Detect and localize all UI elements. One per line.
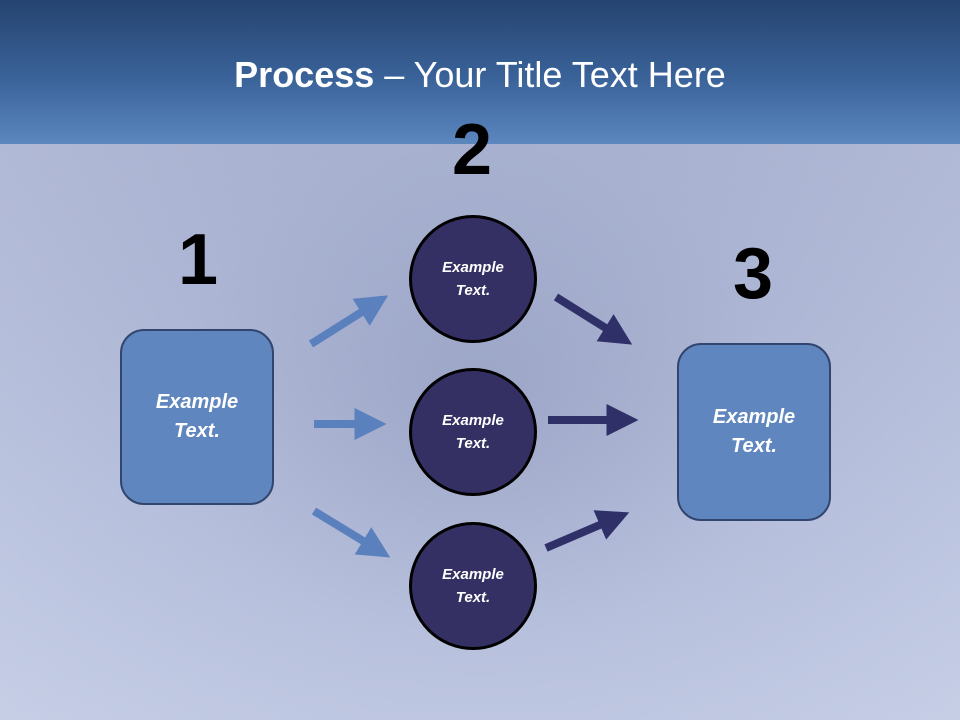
box-left-line2: Text.	[174, 420, 220, 442]
circle-top-line1: Example	[442, 259, 504, 276]
slide-title: Process – Your Title Text Here	[0, 52, 960, 98]
box-right-line1: Example	[712, 406, 796, 428]
arrow-left-to-top	[308, 295, 389, 348]
circle-middle-line2: Text.	[455, 435, 491, 452]
box-right-line2: Text.	[731, 435, 777, 457]
step-number-2: 2	[451, 110, 493, 190]
circle-middle-line1: Example	[442, 412, 504, 429]
box-left-line1: Example	[155, 391, 239, 413]
arrow-top-to-right	[553, 293, 633, 345]
arrow-left-to-bottom	[311, 507, 391, 558]
step-number-1: 1	[177, 220, 219, 300]
circle-bottom-line1: Example	[442, 566, 504, 583]
title-bar: Process – Your Title Text Here	[0, 0, 960, 144]
title-bold: Process	[234, 54, 375, 95]
circle-top-line2: Text.	[455, 282, 491, 299]
circle-bottom-line2: Text.	[455, 589, 491, 606]
arrow-bottom-to-right	[544, 510, 630, 552]
step-number-3: 3	[732, 234, 774, 314]
title-rest: – Your Title Text Here	[374, 54, 726, 95]
